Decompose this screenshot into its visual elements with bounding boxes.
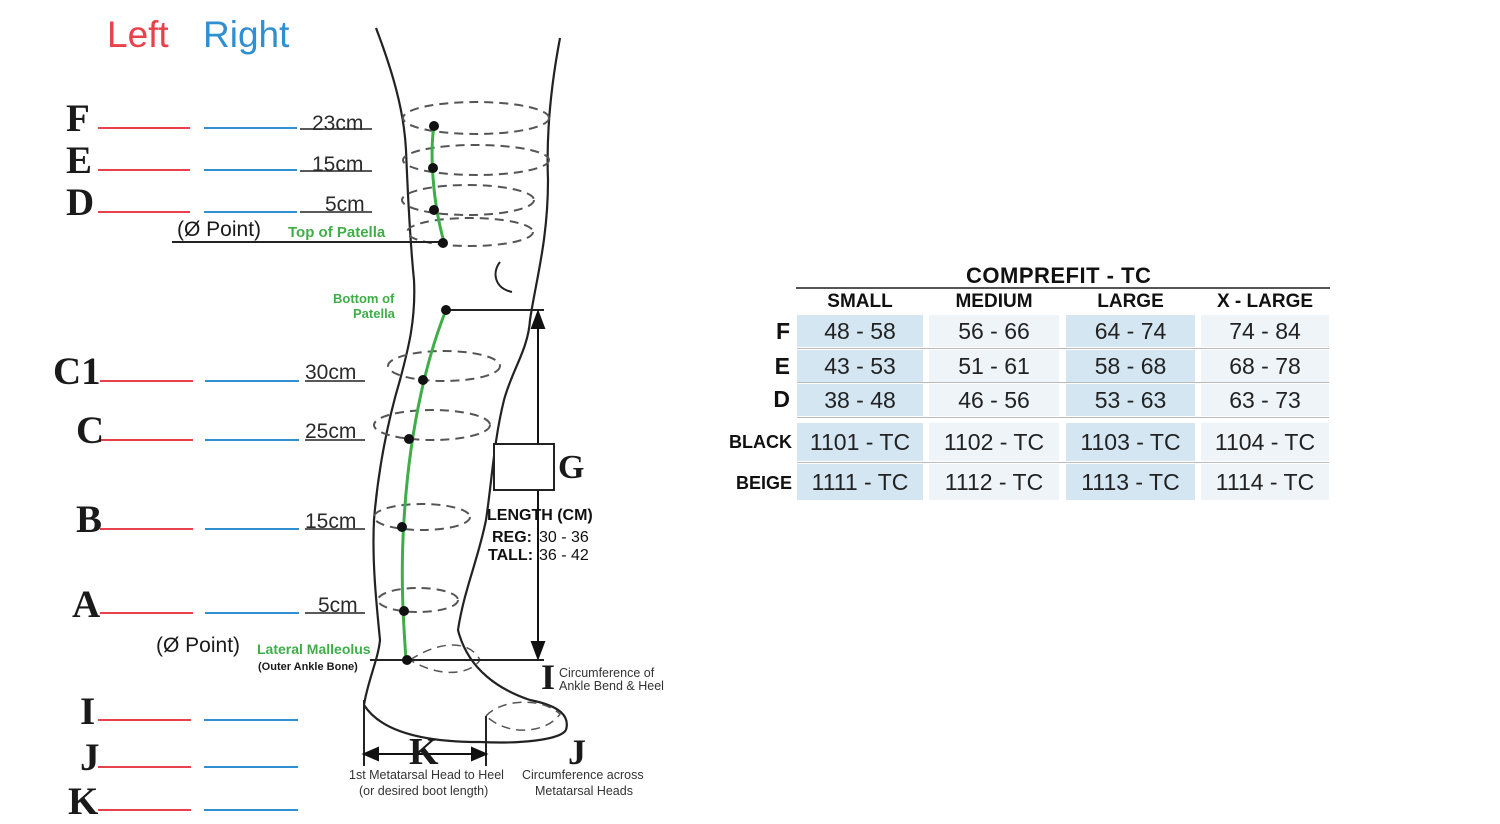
- k-note-line1: 1st Metatarsal Head to Heel: [349, 768, 504, 782]
- measure-a: 5cm: [318, 594, 358, 617]
- measure-f: 23cm: [312, 112, 364, 135]
- legend-right: Right: [203, 14, 290, 55]
- table-cell: 1102 - TC: [929, 423, 1059, 461]
- table-cell: 1111 - TC: [797, 464, 923, 500]
- col-header-xlarge: X - LARGE: [1216, 291, 1314, 312]
- table-cell: 51 - 61: [929, 350, 1059, 382]
- g-label: G: [558, 449, 585, 486]
- row-header-beige: BEIGE: [735, 473, 792, 493]
- measure-c1: 30cm: [305, 361, 357, 384]
- row-header-d: D: [773, 386, 790, 412]
- top-of-patella-label: Top of Patella: [288, 224, 386, 241]
- length-tall-label: TALL:: [488, 547, 534, 564]
- point-label-c: C: [76, 409, 105, 452]
- row-divider: [797, 417, 1329, 418]
- point-label-b: B: [76, 498, 103, 541]
- legend-left: Left: [107, 14, 169, 55]
- table-cell: 48 - 58: [797, 315, 923, 347]
- measure-d: 5cm: [325, 193, 365, 216]
- table-cell: 1113 - TC: [1066, 464, 1195, 500]
- table-cell: 38 - 48: [797, 384, 923, 416]
- table-cell: 56 - 66: [929, 315, 1059, 347]
- k-note-line2: (or desired boot length): [359, 784, 489, 798]
- table-cell: 1103 - TC: [1066, 423, 1195, 461]
- row-header-f: F: [775, 318, 790, 344]
- zero-point-top-label: (Ø Point): [177, 218, 262, 241]
- measure-b: 15cm: [305, 510, 357, 533]
- bottom-of-patella-line1: Bottom of: [333, 291, 395, 306]
- row-header-black: BLACK: [729, 432, 792, 452]
- k-note-letter: K: [409, 731, 439, 773]
- table-cell: 64 - 74: [1066, 315, 1195, 347]
- bottom-of-patella-line2: Patella: [353, 306, 395, 321]
- measure-c: 25cm: [305, 420, 357, 443]
- j-note-line2: Metatarsal Heads: [535, 784, 633, 798]
- point-label-f: F: [66, 97, 90, 140]
- table-cell: 43 - 53: [797, 350, 923, 382]
- col-header-medium: MEDIUM: [955, 291, 1033, 312]
- col-header-small: SMALL: [827, 291, 893, 312]
- length-reg-label: REG:: [492, 529, 532, 546]
- point-label-j: J: [80, 736, 100, 779]
- leg-illustration: [98, 27, 568, 811]
- i-note-letter: I: [541, 657, 556, 697]
- table-cell: 46 - 56: [929, 384, 1059, 416]
- table-title-rule: [796, 287, 1330, 289]
- table-cell: 53 - 63: [1066, 384, 1195, 416]
- point-label-a: A: [72, 583, 101, 626]
- table-cell: 1101 - TC: [797, 423, 923, 461]
- table-title: COMPREFIT - TC: [966, 263, 1152, 288]
- j-note-letter: J: [568, 732, 586, 772]
- row-divider: [797, 382, 1329, 383]
- point-label-i: I: [80, 690, 96, 733]
- point-label-e: E: [66, 139, 93, 182]
- table-cell: 58 - 68: [1066, 350, 1195, 382]
- table-cell: 1114 - TC: [1201, 464, 1329, 500]
- table-cell: 68 - 78: [1201, 350, 1329, 382]
- i-note-line1: Circumference of: [559, 666, 655, 680]
- lateral-malleolus-label: Lateral Malleolus: [257, 641, 371, 657]
- j-note-line1: Circumference across: [522, 768, 644, 782]
- row-header-e: E: [774, 353, 790, 379]
- measure-e: 15cm: [312, 153, 364, 176]
- length-reg-value: 30 - 36: [539, 529, 589, 546]
- col-header-large: LARGE: [1097, 291, 1164, 312]
- i-note-line2: Ankle Bend & Heel: [559, 679, 664, 693]
- table-cell: 63 - 73: [1201, 384, 1329, 416]
- row-divider: [797, 462, 1329, 463]
- zero-point-ankle-label: (Ø Point): [156, 634, 241, 657]
- table-cell: 1104 - TC: [1201, 423, 1329, 461]
- length-tall-value: 36 - 42: [539, 547, 589, 564]
- point-label-d: D: [66, 181, 95, 224]
- outer-ankle-bone-label: (Outer Ankle Bone): [258, 661, 358, 673]
- row-divider: [797, 348, 1329, 349]
- table-cell: 1112 - TC: [929, 464, 1059, 500]
- table-cell: 74 - 84: [1201, 315, 1329, 347]
- point-label-c1: C1: [53, 350, 101, 393]
- point-label-k: K: [68, 780, 99, 823]
- length-title: LENGTH (CM): [487, 507, 593, 524]
